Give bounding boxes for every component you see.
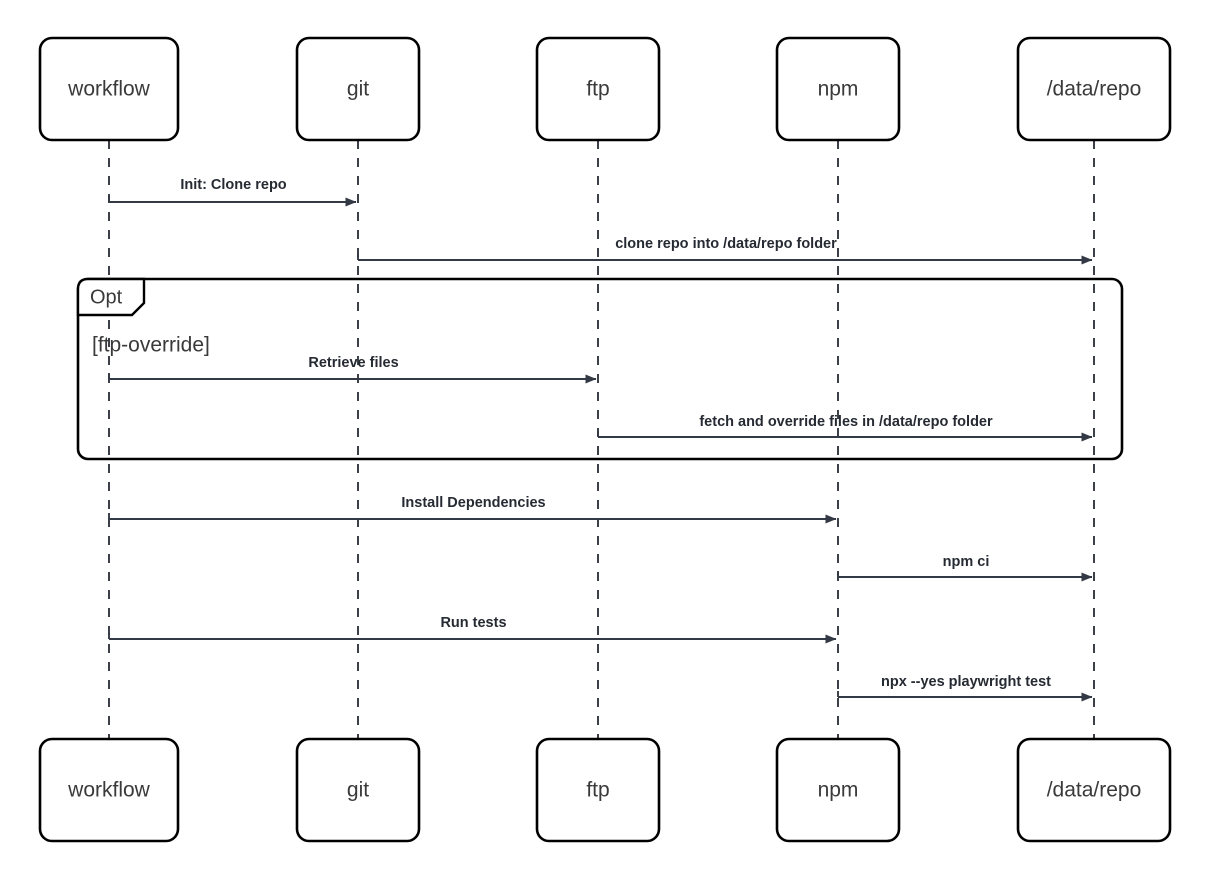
message-label-m3: Retrieve files [308, 355, 398, 371]
participant-label-data_repo-top: /data/repo [1047, 78, 1142, 101]
participant-label-npm-bottom: npm [818, 779, 859, 802]
message-label-m6: npm ci [943, 554, 990, 570]
message-m6[interactable]: npm ci [837, 554, 1093, 582]
participant-label-git-bottom: git [347, 779, 369, 802]
participant-box-workflow-bottom [38, 737, 180, 843]
message-label-m4: fetch and override files in /data/repo f… [699, 414, 993, 430]
message-m5[interactable]: Install Dependencies [108, 495, 837, 524]
message-m3[interactable]: Retrieve files [108, 355, 597, 384]
fragment-operator-label: Opt [90, 286, 123, 308]
participant-label-git-top: git [347, 78, 369, 101]
fragment-border-opt-ftp-override [76, 277, 1124, 461]
participant-box-workflow-top [38, 36, 180, 142]
participant-workflow-bottom[interactable]: workflow [38, 737, 180, 843]
participant-box-git-top [295, 36, 421, 142]
participant-data_repo-bottom[interactable]: /data/repo [1016, 737, 1172, 843]
participants-layer: workflow workflow git git ftp ftp npm npm/data/… [38, 36, 1172, 843]
fragments-layer: Opt [ftp-override] [76, 277, 1124, 461]
participant-box-ftp-bottom [535, 737, 661, 843]
participant-npm-top[interactable]: npm [775, 36, 901, 142]
message-m1[interactable]: Init: Clone repo [108, 177, 357, 207]
message-m2[interactable]: clone repo into /data/repo folder [357, 236, 1093, 265]
participant-data_repo-top[interactable]: /data/repo [1016, 36, 1172, 142]
participant-label-ftp-top: ftp [586, 78, 609, 101]
message-m4[interactable]: fetch and override files in /data/repo f… [597, 414, 1093, 442]
lifelines-layer [108, 140, 1095, 739]
participant-box-npm-bottom [775, 737, 901, 843]
participant-git-bottom[interactable]: git [295, 737, 421, 843]
participant-box-data_repo-top [1016, 36, 1172, 142]
participant-label-data_repo-bottom: /data/repo [1047, 779, 1142, 802]
participant-box-git-bottom [295, 737, 421, 843]
message-m8[interactable]: npx --yes playwright test [837, 674, 1093, 702]
participant-ftp-top[interactable]: ftp [535, 36, 661, 142]
participant-label-ftp-bottom: ftp [586, 779, 609, 802]
messages-layer: Init: Clone repo clone repo into /data/re… [108, 177, 1093, 702]
participant-box-ftp-top [535, 36, 661, 142]
participant-workflow-top[interactable]: workflow [38, 36, 180, 142]
participant-label-npm-top: npm [818, 78, 859, 101]
participant-box-npm-top [775, 36, 901, 142]
participant-ftp-bottom[interactable]: ftp [535, 737, 661, 843]
participant-box-data_repo-bottom [1016, 737, 1172, 843]
participant-npm-bottom[interactable]: npm [775, 737, 901, 843]
participant-git-top[interactable]: git [295, 36, 421, 142]
participant-label-workflow-top: workflow [67, 78, 151, 101]
message-label-m5: Install Dependencies [401, 495, 545, 511]
message-label-m2: clone repo into /data/repo folder [615, 236, 837, 252]
fragment-tab-opt-ftp-override [76, 277, 146, 317]
fragment-opt-ftp-override: Opt [ftp-override] [76, 277, 1124, 461]
message-m7[interactable]: Run tests [108, 615, 837, 644]
message-label-m1: Init: Clone repo [180, 177, 286, 193]
fragment-condition-label: [ftp-override] [92, 334, 210, 357]
participant-label-workflow-bottom: workflow [67, 779, 151, 802]
message-label-m8: npx --yes playwright test [881, 674, 1051, 690]
message-label-m7: Run tests [440, 615, 506, 631]
